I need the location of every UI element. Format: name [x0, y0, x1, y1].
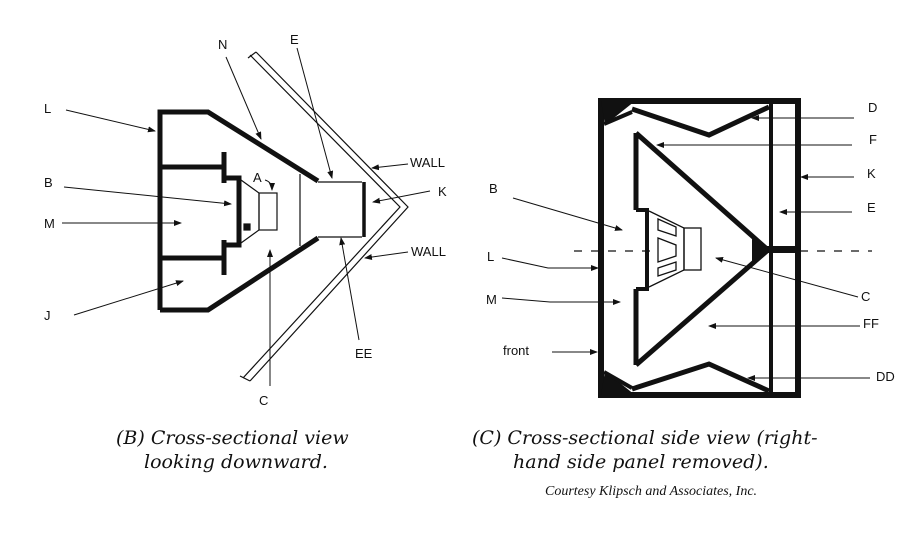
horn-apex	[752, 239, 768, 262]
leader-m	[501, 297, 621, 305]
label-e: E	[290, 32, 299, 47]
leader-b	[63, 186, 232, 207]
leader-b	[512, 197, 623, 231]
label-d: D	[868, 100, 877, 115]
label-front: front	[503, 343, 529, 358]
label-k: K	[438, 184, 447, 199]
label-l: L	[487, 249, 494, 264]
leader-n	[225, 56, 262, 140]
corner-top-left	[601, 101, 635, 125]
cabinet-shell	[157, 109, 320, 313]
leader-c	[715, 256, 859, 298]
panel-dd	[631, 361, 771, 394]
leader-wall-top	[371, 163, 409, 171]
label-wall-bottom: WALL	[411, 244, 446, 259]
label-k: K	[867, 166, 876, 181]
panel-d	[631, 104, 771, 138]
inner-bevels	[603, 110, 633, 390]
label-j: J	[44, 308, 51, 323]
label-ee: EE	[355, 346, 373, 361]
label-m: M	[486, 292, 497, 307]
credit-line: Courtesy Klipsch and Associates, Inc.	[545, 484, 758, 499]
leader-l	[501, 257, 599, 271]
label-n: N	[218, 37, 227, 52]
driver-c	[636, 208, 702, 291]
label-a: A	[253, 170, 262, 185]
label-b: B	[489, 181, 498, 196]
label-dd: DD	[876, 369, 895, 384]
label-f: F	[869, 132, 877, 147]
leader-k	[372, 190, 431, 204]
wall-corner	[239, 51, 409, 382]
leader-ee	[339, 237, 360, 341]
figure-c-cross-section-side-view: D F K E B L C M FF front DD	[486, 98, 895, 398]
internal-panels	[160, 152, 242, 275]
label-e: E	[867, 200, 876, 215]
label-wall-top: WALL	[410, 155, 445, 170]
label-c: C	[861, 289, 870, 304]
label-c: C	[259, 393, 268, 408]
driver-a	[240, 179, 278, 244]
label-l: L	[44, 101, 51, 116]
label-ff: FF	[863, 316, 879, 331]
label-b: B	[44, 175, 53, 190]
leader-e	[296, 47, 334, 179]
leader-l	[65, 109, 156, 133]
horn-f	[633, 131, 772, 367]
caption-c-line2: hand side panel removed).	[513, 451, 769, 473]
leader-a	[264, 179, 275, 191]
leader-j	[73, 280, 184, 316]
caption-b-line1: (B) Cross-sectional view	[116, 427, 349, 449]
caption-c-line1: (C) Cross-sectional side view (right-	[472, 427, 818, 449]
center-shelf	[766, 246, 798, 253]
leader-wall-bottom	[364, 251, 409, 261]
caption-b-line2: looking downward.	[144, 451, 328, 473]
label-m: M	[44, 216, 55, 231]
figure-b-cross-section-top-view: L N E B M J A C EE WALL K WALL	[44, 32, 447, 408]
horn-throat	[299, 174, 362, 246]
